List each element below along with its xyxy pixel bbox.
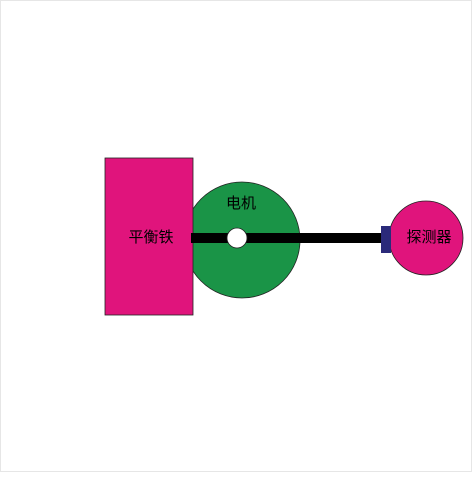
detector-connector xyxy=(381,226,391,253)
counterweight-label: 平衡铁 xyxy=(128,228,173,246)
shaft-bar xyxy=(191,233,385,243)
detector-label: 探测器 xyxy=(406,228,451,246)
motor-hub-hole xyxy=(226,227,248,249)
motor-label: 电机 xyxy=(226,194,256,212)
counterweight-block xyxy=(104,157,194,316)
